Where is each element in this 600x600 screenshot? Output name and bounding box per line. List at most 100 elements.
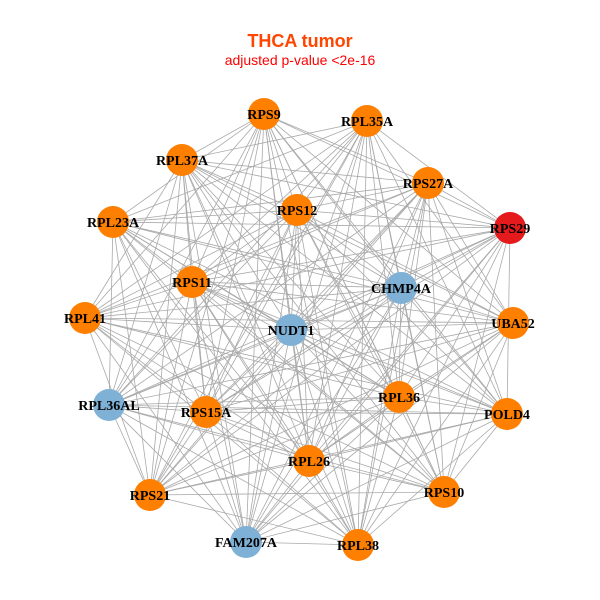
edge-RPS11-UBA52 (191, 281, 514, 324)
edge-RPS29-RPL41 (84, 227, 511, 319)
edge-RPL36AL-FAM207A (108, 404, 247, 543)
edge-RPL23A-FAM207A (112, 221, 247, 543)
node-circle (497, 307, 529, 339)
edge-RPS12-RPS29 (296, 209, 511, 229)
edge-RPS12-RPL23A (112, 209, 298, 223)
edge-RPL23A-RPS21 (112, 221, 151, 496)
edge-RPL36AL-RPS21 (108, 404, 151, 496)
edge-RPL26-RPL38 (308, 460, 359, 546)
node-circle (97, 206, 129, 238)
edge-NUDT1-POLD4 (290, 329, 508, 415)
edge-RPS27A-RPL26 (308, 182, 429, 462)
node-circle (93, 389, 125, 421)
edge-UBA52-RPS21 (149, 322, 514, 496)
edge-RPS9-RPS29 (263, 113, 511, 229)
node-label: RPS10 (424, 486, 464, 501)
edge-FAM207A-RPL38 (245, 541, 359, 546)
node-circle (281, 194, 313, 226)
edge-RPS21-RPS10 (149, 491, 445, 496)
edge-RPL35A-RPL41 (84, 120, 368, 319)
edge-NUDT1-RPL36AL (108, 329, 292, 406)
edge-POLD4-RPS10 (443, 413, 508, 493)
node-label: RPL26 (288, 455, 330, 470)
edge-POLD4-RPL38 (357, 413, 508, 546)
edge-RPS29-RPL26 (308, 227, 511, 462)
edge-RPL41-RPS10 (84, 317, 445, 493)
edge-RPS29-RPL38 (357, 227, 511, 546)
edge-RPS29-RPL36AL (108, 227, 511, 406)
node-circle (190, 396, 222, 428)
node-label: RPS27A (403, 177, 454, 192)
node-label: CHMP4A (371, 282, 432, 297)
node-RPL36: RPL36 (378, 381, 420, 413)
node-label: RPS15A (181, 406, 232, 421)
node-label: RPS21 (130, 489, 170, 504)
edge-RPL36AL-RPS10 (108, 404, 445, 493)
node-RPS21: RPS21 (130, 479, 170, 511)
edge-RPL37A-POLD4 (181, 159, 508, 415)
edge-RPS27A-RPL36AL (108, 182, 429, 406)
edge-CHMP4A-RPL26 (308, 287, 402, 462)
node-POLD4: POLD4 (484, 398, 530, 430)
edge-RPS9-RPS12 (263, 113, 298, 211)
node-label: POLD4 (484, 408, 530, 423)
edge-RPL36AL-RPL38 (108, 404, 359, 546)
node-circle (385, 272, 417, 304)
edge-RPL23A-RPS15A (112, 221, 207, 413)
node-UBA52: UBA52 (491, 307, 535, 339)
node-RPS10: RPS10 (424, 476, 464, 508)
edge-RPS15A-RPS10 (205, 411, 445, 493)
edge-CHMP4A-RPL41 (84, 287, 402, 319)
edge-RPS15A-RPL26 (205, 411, 310, 462)
edge-RPS29-RPS11 (191, 227, 511, 283)
edge-RPS11-CHMP4A (191, 281, 402, 289)
node-RPS12: RPS12 (277, 194, 317, 226)
edge-RPL37A-RPL36AL (108, 159, 183, 406)
node-RPL41: RPL41 (64, 302, 106, 334)
edge-RPL36-RPS21 (149, 396, 400, 496)
edge-RPS9-RPL26 (263, 113, 310, 462)
edge-RPL36AL-RPL36 (108, 396, 400, 406)
node-label: RPS29 (490, 222, 530, 237)
edge-RPS11-RPS21 (149, 281, 193, 496)
edge-RPS10-FAM207A (245, 491, 445, 543)
node-circle (491, 398, 523, 430)
edge-RPS29-RPL36 (398, 227, 511, 398)
node-circle (342, 529, 374, 561)
edge-RPS15A-RPL36 (205, 396, 400, 413)
edge-RPS9-RPS11 (191, 113, 265, 283)
node-circle (230, 526, 262, 558)
node-circle (293, 445, 325, 477)
edge-CHMP4A-FAM207A (245, 287, 402, 543)
edge-RPS9-UBA52 (263, 113, 514, 324)
node-label: RPL23A (87, 216, 140, 231)
edge-RPL26-RPS21 (149, 460, 310, 496)
node-label: RPL36AL (78, 399, 139, 414)
edge-RPL36AL-RPS15A (108, 404, 207, 413)
edge-UBA52-FAM207A (245, 322, 514, 543)
edge-RPL35A-RPL26 (308, 120, 368, 462)
edge-RPS27A-RPL23A (112, 182, 429, 223)
edge-RPL26-FAM207A (245, 460, 310, 543)
edge-RPL36AL-RPL26 (108, 404, 310, 462)
edge-RPS9-RPS27A (263, 113, 429, 184)
edge-RPL36AL-POLD4 (108, 404, 508, 415)
node-label: RPS11 (172, 276, 212, 291)
edge-RPS11-RPL41 (84, 281, 193, 319)
edge-RPS27A-POLD4 (427, 182, 508, 415)
node-CHMP4A: CHMP4A (371, 272, 432, 304)
edge-RPL23A-UBA52 (112, 221, 514, 324)
edge-RPS12-RPL36AL (108, 209, 298, 406)
edge-RPL36-RPL38 (357, 396, 400, 546)
node-RPL37A: RPL37A (156, 144, 209, 176)
node-label: RPS12 (277, 204, 317, 219)
edge-RPS11-RPL36AL (108, 281, 193, 406)
edge-RPL37A-FAM207A (181, 159, 247, 543)
edge-RPS11-RPL26 (191, 281, 310, 462)
node-label: FAM207A (215, 536, 278, 551)
edge-RPL23A-RPL26 (112, 221, 310, 462)
edge-RPS21-RPL38 (149, 494, 359, 546)
edge-RPS15A-RPL38 (205, 411, 359, 546)
edge-NUDT1-RPS15A (205, 329, 292, 413)
